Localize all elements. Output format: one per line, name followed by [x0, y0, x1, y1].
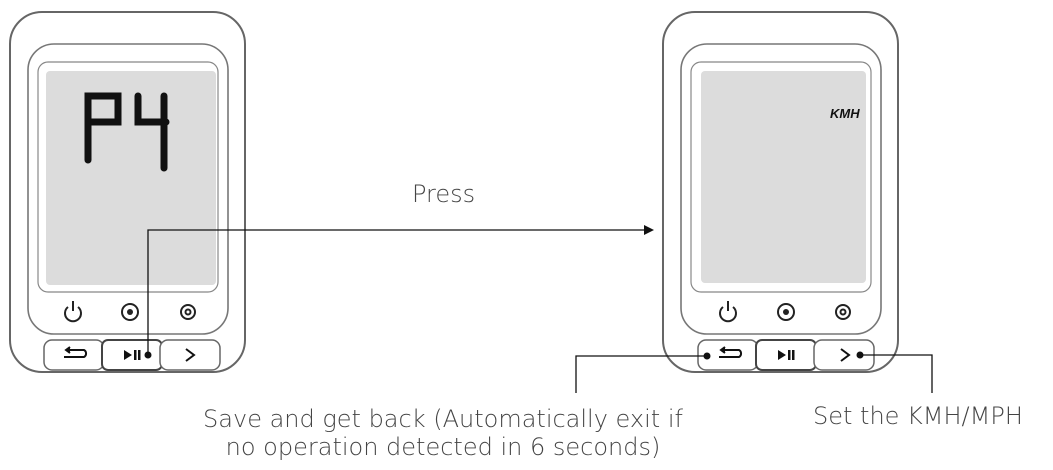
- press-label: Press: [412, 180, 476, 208]
- press-arrow-head: [644, 225, 654, 235]
- power-icon[interactable]: [64, 301, 82, 323]
- record-icon[interactable]: [777, 303, 795, 321]
- back-arrow-icon: [719, 346, 743, 358]
- set-units-label: Set the KMH/MPH: [813, 402, 1023, 430]
- save-label-line1: Save and get back (Automatically exit if: [203, 405, 683, 433]
- record-icon[interactable]: [121, 303, 139, 321]
- left-display-p4: [84, 92, 170, 172]
- units-callout-line: [860, 354, 933, 393]
- left-device: [9, 11, 246, 373]
- right-device-screen: [701, 71, 866, 283]
- power-icon[interactable]: [719, 301, 737, 323]
- save-and-back-label: Save and get back (Automatically exit if…: [183, 405, 703, 461]
- back-arrow-icon: [64, 346, 88, 358]
- right-display-kmh: KMH: [830, 106, 860, 121]
- play-pause-icon: [124, 350, 141, 360]
- save-callout-line: [575, 355, 707, 393]
- settings-icon[interactable]: [835, 304, 851, 320]
- press-arrow-line: [147, 229, 644, 355]
- right-device: [662, 11, 899, 373]
- settings-icon[interactable]: [180, 304, 196, 320]
- play-pause-icon: [778, 350, 795, 360]
- chevron-right-icon: [185, 348, 196, 362]
- save-label-line2: no operation detected in 6 seconds): [225, 433, 661, 461]
- chevron-right-icon: [840, 348, 851, 362]
- left-next-button[interactable]: [159, 339, 221, 371]
